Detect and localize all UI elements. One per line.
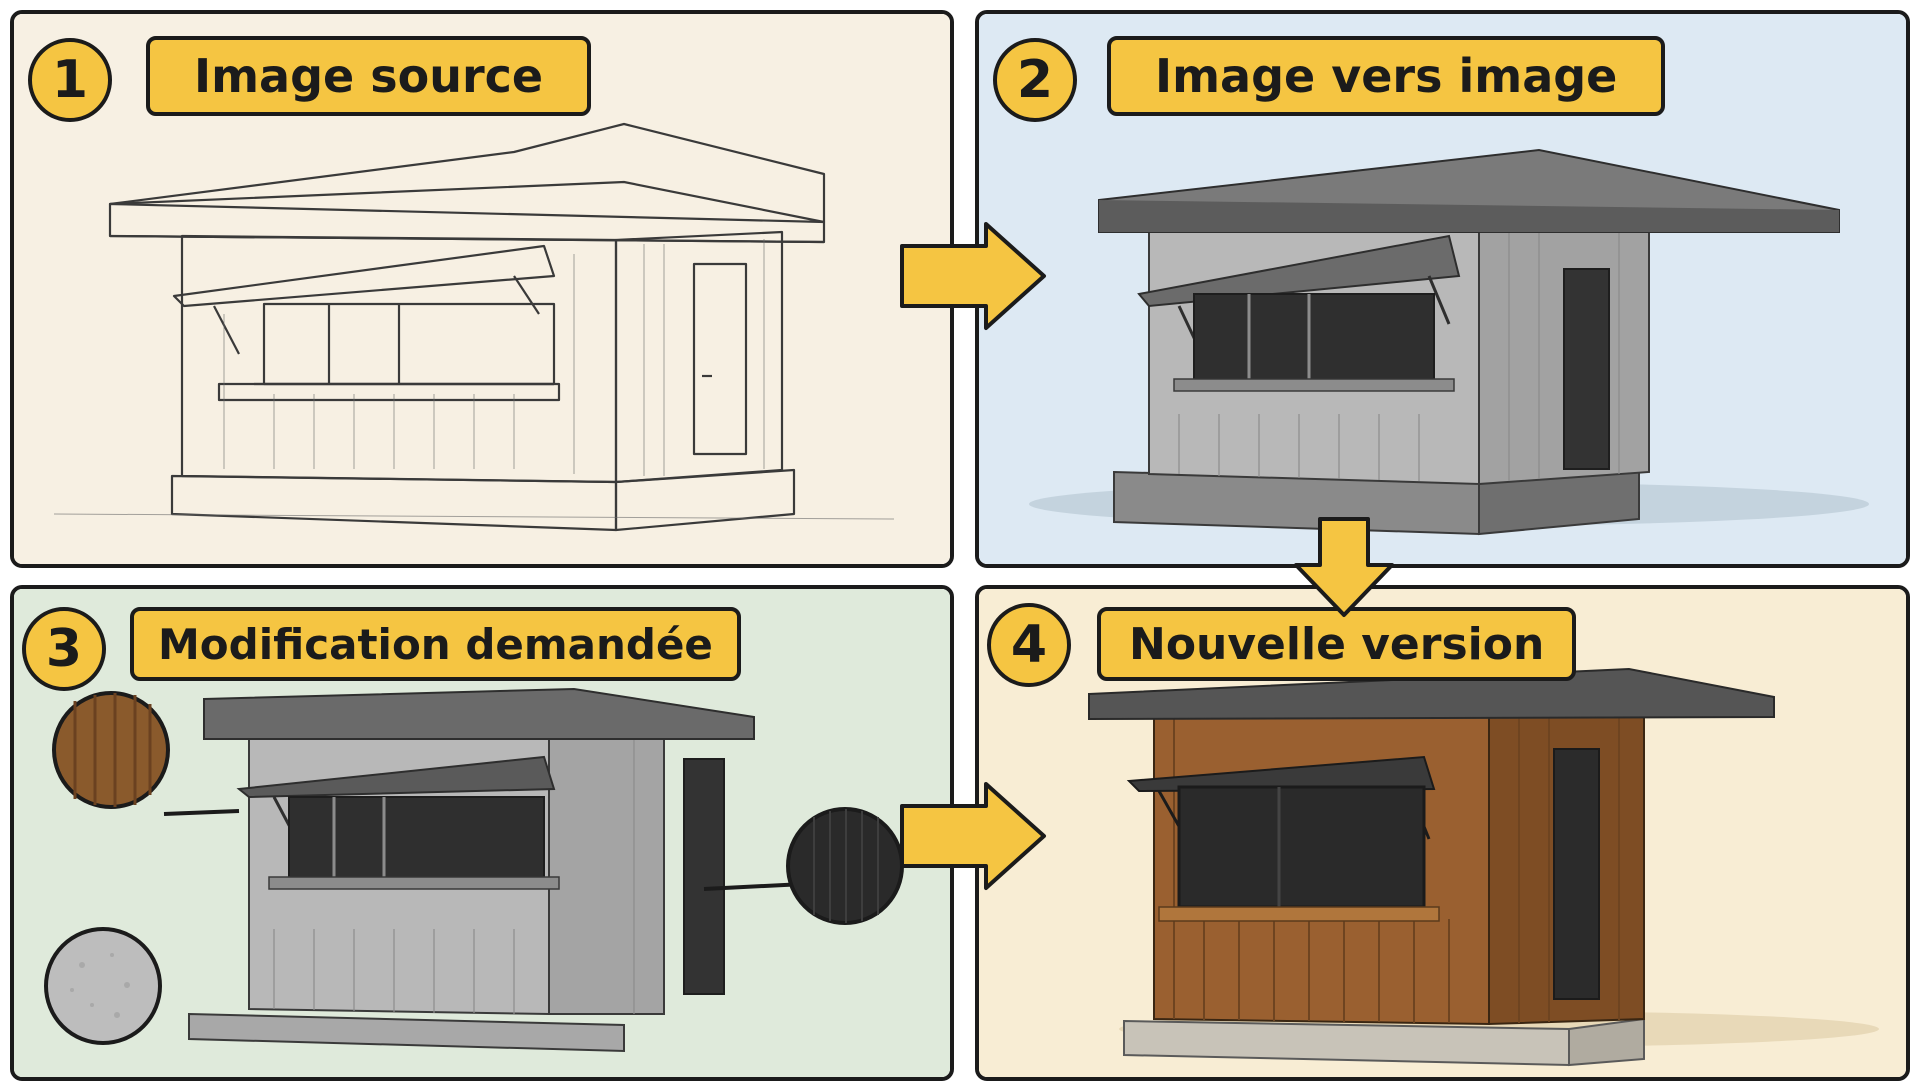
panel-source-image: 1 Image source <box>10 10 954 568</box>
panel-new-version: 4 Nouvelle version <box>975 585 1910 1081</box>
arrow-right-icon <box>900 782 1046 890</box>
step-number-1: 1 <box>28 38 112 122</box>
black-metal-swatch-icon <box>786 807 904 925</box>
concrete-swatch-icon <box>44 927 162 1045</box>
arrow-down-icon <box>1294 517 1394 617</box>
kiosk-grey-render-illustration <box>979 14 1906 564</box>
panel-requested-modification: 3 Modification demandée <box>10 585 954 1081</box>
wood-swatch-icon <box>52 691 170 809</box>
step-label-4: Nouvelle version <box>1097 607 1577 681</box>
step-label-2: Image vers image <box>1107 36 1666 116</box>
step-number-4: 4 <box>987 603 1071 687</box>
step-number-2: 2 <box>993 38 1077 122</box>
step-label-1: Image source <box>146 36 592 116</box>
step-label-3: Modification demandée <box>130 607 741 681</box>
arrow-right-icon <box>900 222 1046 330</box>
panel-image-to-image: 2 Image vers image <box>975 10 1910 568</box>
step-number-3: 3 <box>22 607 106 691</box>
